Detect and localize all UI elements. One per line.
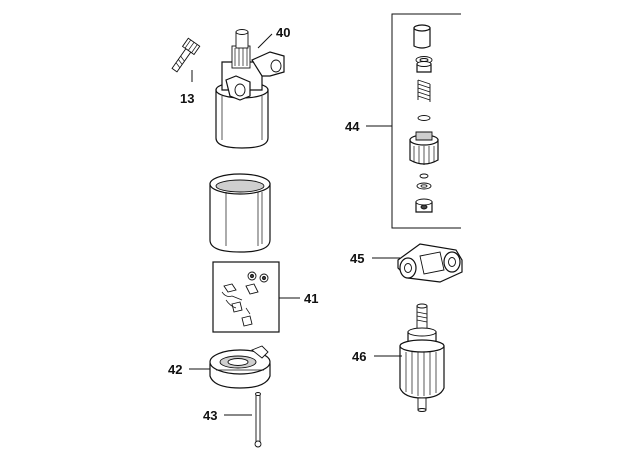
leader-40	[257, 33, 273, 49]
part-41-brush-kit[interactable]	[212, 261, 280, 333]
label-41[interactable]: 41	[304, 291, 318, 306]
label-46[interactable]: 46	[352, 349, 366, 364]
part-43-through-bolt[interactable]	[254, 392, 262, 448]
label-13[interactable]: 13	[180, 91, 194, 106]
label-43[interactable]: 43	[203, 408, 217, 423]
label-45[interactable]: 45	[350, 251, 364, 266]
part-44-drive-kit[interactable]	[391, 13, 461, 229]
part-40-starter-motor[interactable]	[215, 29, 285, 149]
label-44[interactable]: 44	[345, 119, 360, 134]
part-45-bracket[interactable]	[397, 243, 463, 283]
part-13-bolt[interactable]	[169, 37, 201, 74]
label-40[interactable]: 40	[276, 25, 290, 40]
label-42[interactable]: 42	[168, 362, 182, 377]
part-46-armature[interactable]	[399, 303, 445, 412]
part-42-end-cap[interactable]	[209, 345, 271, 389]
part-frame-cylinder[interactable]	[209, 173, 271, 253]
